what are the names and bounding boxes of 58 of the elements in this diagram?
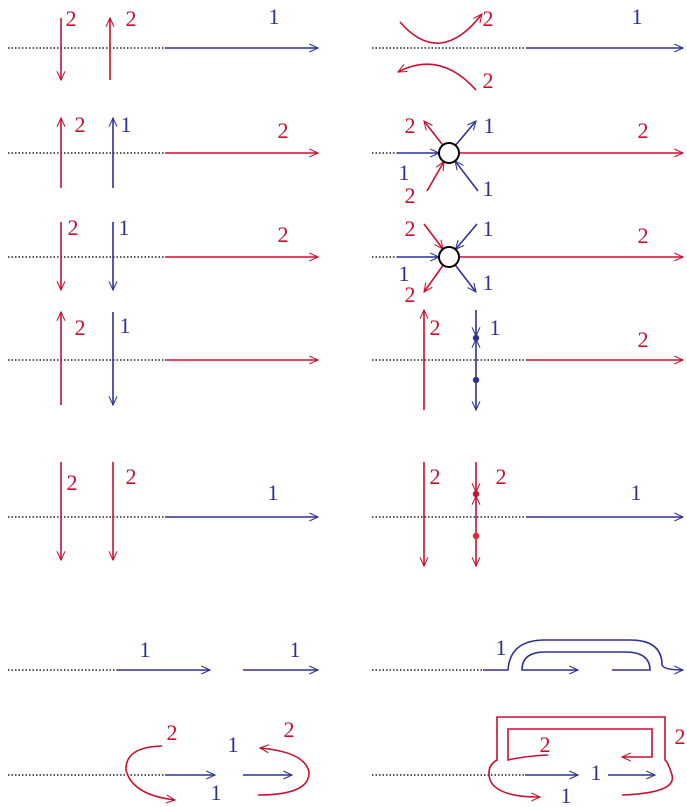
- edge-label: 1: [482, 176, 494, 201]
- number-label: 2: [430, 464, 440, 489]
- number-label: 2: [496, 464, 506, 489]
- number-label: 1: [140, 637, 150, 662]
- number-label: 1: [290, 637, 300, 662]
- number-label: 2: [278, 222, 288, 247]
- arrow: [423, 120, 444, 146]
- number-label: 1: [120, 112, 132, 137]
- number-label: 1: [268, 4, 280, 29]
- number-label: 1: [496, 635, 506, 660]
- edge-label: 2: [404, 216, 416, 241]
- number-label: 2: [126, 464, 136, 489]
- edge-label: 2: [404, 113, 416, 138]
- arrow: [454, 160, 479, 192]
- edge-label: 1: [482, 216, 494, 241]
- number-label: 1: [632, 4, 642, 29]
- edge-label: 1: [398, 160, 410, 185]
- number-label: 1: [560, 783, 572, 807]
- edge-label: 1: [482, 270, 494, 295]
- arrow: [454, 264, 477, 293]
- arrow: [423, 224, 444, 250]
- arrow: [454, 223, 478, 250]
- number-label: 1: [228, 732, 238, 757]
- number-label: 1: [120, 313, 130, 338]
- number-label: 2: [482, 6, 494, 31]
- number-label: 2: [126, 6, 136, 31]
- arrow: [398, 252, 440, 262]
- arrow: [426, 161, 445, 192]
- number-label: 1: [210, 780, 222, 805]
- junction-circle: [438, 246, 460, 268]
- number-label: 1: [490, 315, 500, 340]
- number-label: 2: [74, 315, 86, 340]
- arrow: [423, 264, 444, 293]
- number-label: 1: [268, 480, 278, 505]
- number-label: 2: [66, 470, 78, 495]
- edge-label: 2: [638, 223, 648, 248]
- number-label: 2: [66, 6, 76, 31]
- number-label: 2: [74, 112, 86, 137]
- arrow: [454, 120, 477, 146]
- number-label: 2: [638, 327, 648, 352]
- edge-label: 2: [638, 118, 648, 143]
- arrow: [459, 148, 684, 158]
- number-label: 2: [278, 118, 288, 143]
- number-label: 1: [630, 480, 642, 505]
- number-label: 2: [482, 68, 494, 93]
- number-label: 2: [430, 315, 440, 340]
- arrow: [459, 252, 684, 262]
- arrow: [398, 148, 440, 158]
- number-label: 2: [540, 732, 550, 757]
- edge-label: 1: [484, 113, 494, 138]
- number-label: 1: [118, 215, 130, 240]
- junction-circle: [438, 142, 460, 164]
- number-label: 2: [284, 717, 294, 742]
- number-label: 2: [166, 720, 178, 745]
- number-label: 2: [674, 724, 686, 749]
- number-label: 1: [590, 760, 602, 785]
- number-label: 2: [68, 215, 78, 240]
- edge-label: 2: [404, 183, 416, 208]
